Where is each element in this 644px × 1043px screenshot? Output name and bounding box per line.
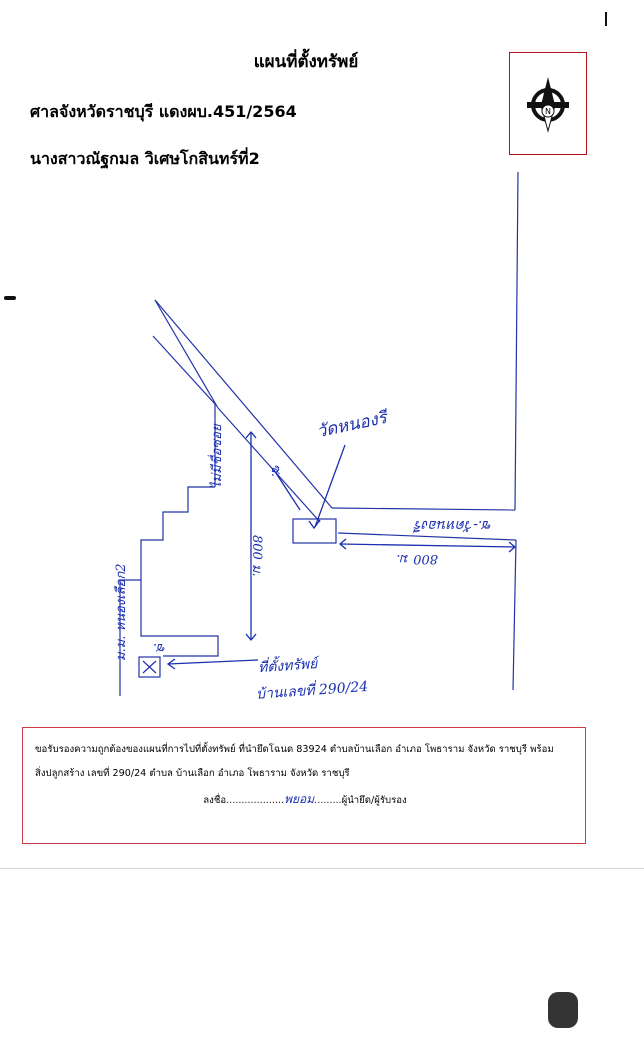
- certification-line-1: ขอรับรองความถูกต้องของแผนที่การไปที่ตั้ง…: [35, 744, 554, 755]
- scan-mark: [605, 12, 607, 26]
- property-label: ที่ตั้งทรัพย์: [257, 653, 321, 676]
- certification-line-2: สิ่งปลูกสร้าง เลขที่ 290/24 ตำบล บ้านเลื…: [35, 768, 350, 779]
- temple-road-bottom-edge: [337, 532, 517, 541]
- map-labels: วัดหนองรี ซ.-วัดหนองรี 800 ม. 800 ม. ไม่…: [114, 407, 492, 702]
- temple-road-top-edge: [331, 507, 516, 511]
- sign-dots-left: ...................: [226, 795, 285, 806]
- owner-line: นางสาวณัฐกมล วิเศษโกสินทร์ที่2: [30, 149, 260, 168]
- court-case-line: ศาลจังหวัดราชบุรี แดงผบ.451/2564: [30, 102, 297, 121]
- stair-boundary: [119, 486, 215, 696]
- distance-east-arrow: [339, 543, 516, 548]
- compass-box: N: [509, 52, 587, 155]
- property-pointer: [167, 659, 259, 665]
- page-title: แผนที่ตั้งทรัพย์: [253, 52, 359, 72]
- house-number-label: บ้านเลขที่ 290/24: [255, 676, 368, 703]
- diagonal-road-left-edge-2: [152, 335, 216, 405]
- sign-prefix: ลงชื่อ: [203, 795, 227, 806]
- page-fold-line: [0, 868, 644, 869]
- diagonal-road-inner-edge: [217, 407, 321, 523]
- temple-pointer-head: [308, 519, 321, 530]
- wall-road-label: ไม่มีชื่อซอย: [207, 423, 225, 489]
- side-road: [140, 580, 219, 657]
- right-road-right-edge: [512, 539, 517, 691]
- diagonal-road-left-edge: [154, 299, 219, 409]
- certification-text: ขอรับรองความถูกต้องของแผนที่การไปที่ตั้ง…: [35, 738, 579, 786]
- compass-north-label: N: [545, 107, 551, 116]
- right-road-left-edge: [514, 171, 519, 511]
- sign-dots-right: .........: [314, 795, 342, 806]
- compass-icon: N: [527, 77, 569, 133]
- temple-building: [292, 518, 337, 544]
- distance-north-label: 800 ม.: [249, 535, 264, 577]
- ink-arrows: [166, 430, 517, 670]
- diagonal-road-outer-edge: [154, 299, 333, 509]
- road-west-label: ม.ม. หนองเลือก2: [114, 563, 129, 661]
- road-lines: [119, 171, 519, 696]
- signature: พยอม: [284, 792, 315, 806]
- scan-mark: [548, 992, 578, 1028]
- side-road-label: ซ.: [268, 464, 283, 477]
- signature-line: ลงชื่อ...................พยอม.........ผู…: [23, 790, 587, 809]
- route-map: วัดหนองรี ซ.-วัดหนองรี 800 ม. 800 ม. ไม่…: [114, 171, 519, 703]
- scan-mark: [4, 296, 16, 300]
- temple-label: วัดหนองรี: [315, 407, 392, 442]
- sign-suffix: ผู้นำยึด/ผู้รับรอง: [341, 795, 407, 806]
- certification-box: ขอรับรองความถูกต้องของแผนที่การไปที่ตั้ง…: [22, 727, 586, 844]
- temple-pointer: [314, 444, 346, 528]
- road-no-name-label: ซ.: [153, 640, 166, 655]
- property-x-b: [142, 660, 157, 674]
- temple-road-label: ซ.-วัดหนองรี: [413, 517, 492, 533]
- property-box: [138, 656, 161, 678]
- distance-east-label: 800 ม.: [396, 551, 438, 566]
